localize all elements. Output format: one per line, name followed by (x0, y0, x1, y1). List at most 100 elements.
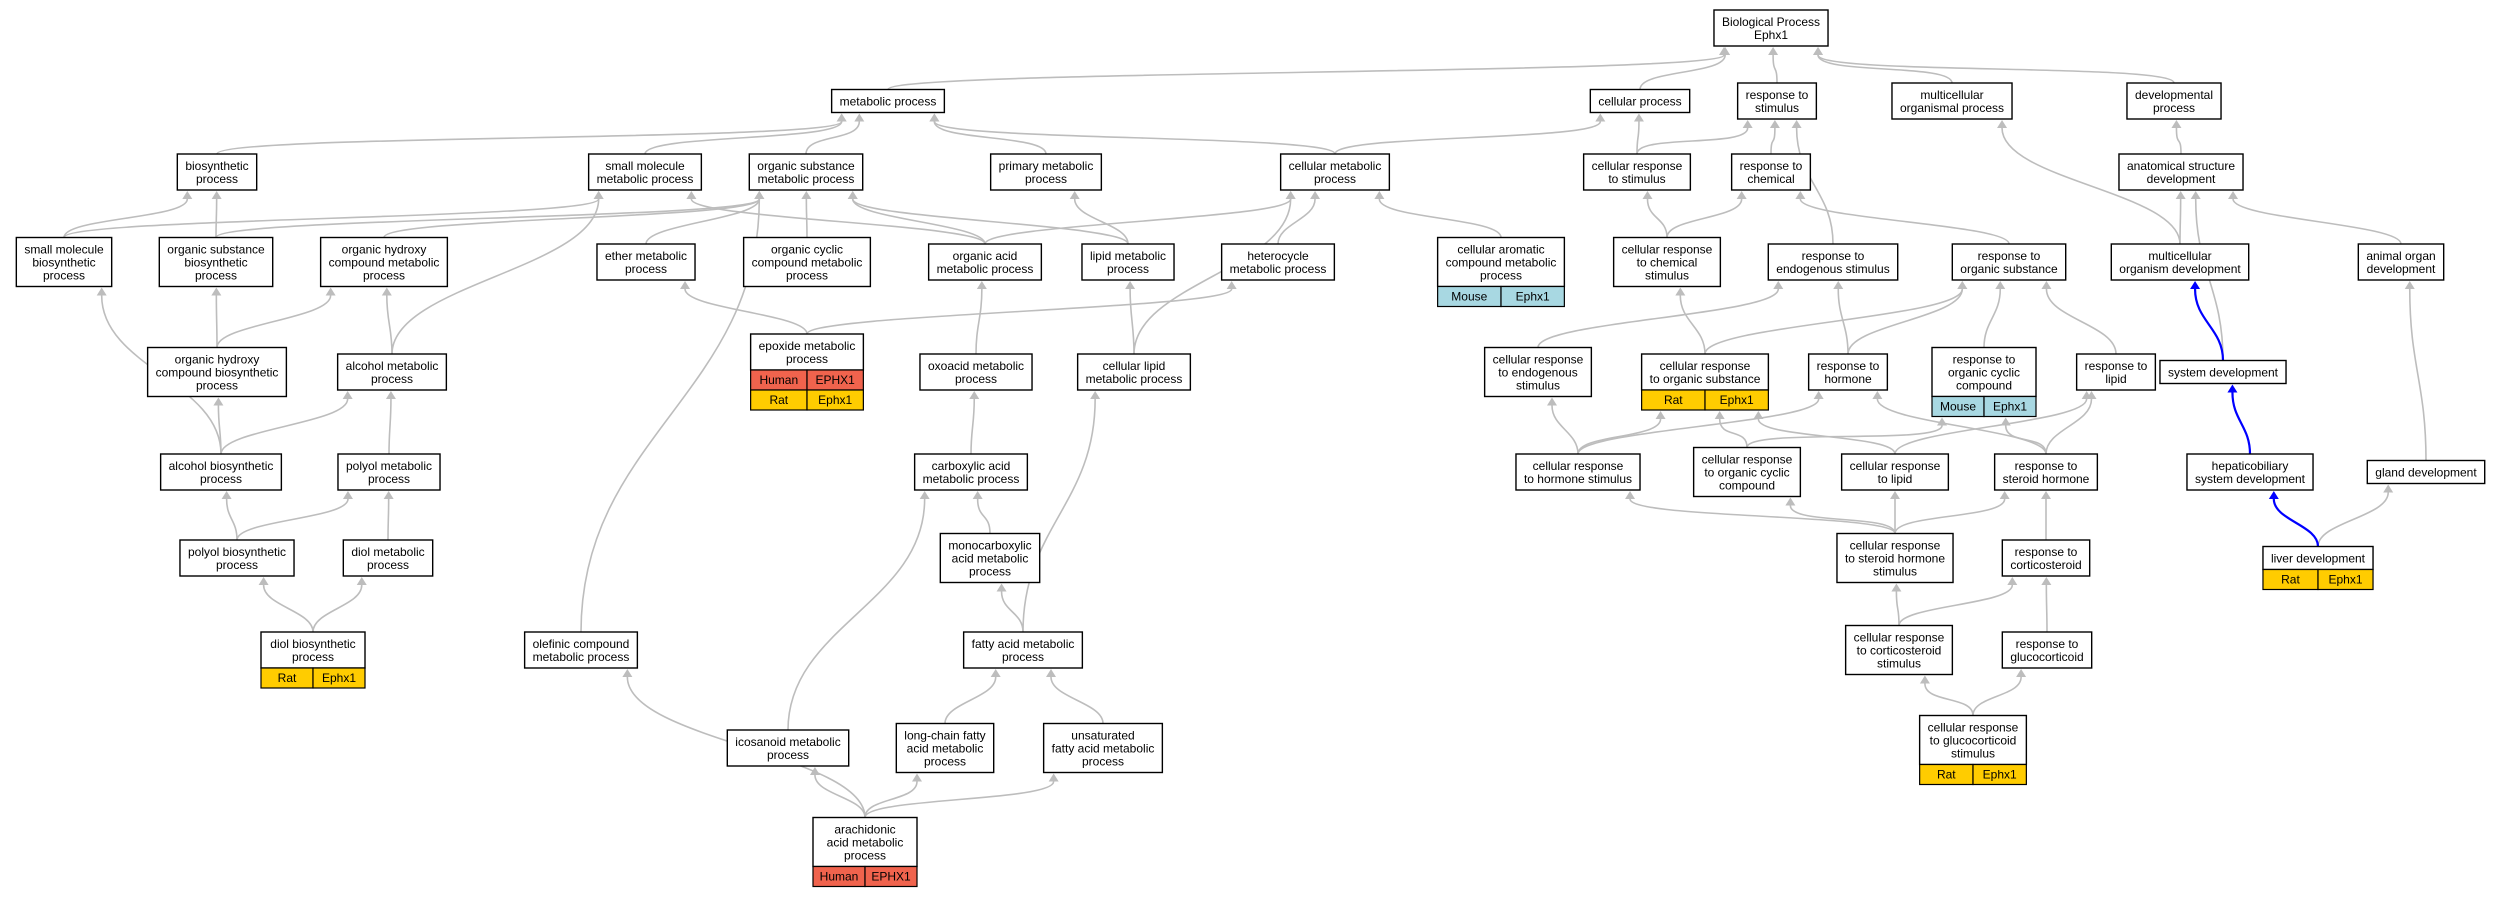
node-label-line: long-chain fatty (904, 729, 985, 743)
node-box (587, 153, 703, 191)
node-label-line: compound metabolic (752, 256, 863, 270)
highlight-edge-system-dev-to-multicell-dev (2193, 288, 2225, 361)
node-label-line: cellular aromatic (1457, 243, 1544, 257)
arrowhead (221, 491, 232, 499)
node-box (812, 816, 918, 868)
node-metabolic[interactable]: metabolic process (830, 88, 946, 114)
node-label-line: stimulus (1951, 747, 1995, 761)
node-label-line: oxoacid metabolic (928, 359, 1024, 373)
arrowhead (1919, 675, 1930, 684)
edge-resp-steroid-to-resp-hormone (1876, 398, 2047, 455)
node-box (895, 722, 995, 774)
arrowhead (213, 397, 224, 406)
highlight-edge-liver-dev-to-hepato (2272, 498, 2320, 547)
node-box (748, 153, 864, 191)
edge-cell-met-to-metabolic (933, 120, 1336, 155)
edge-cellular-to-bp (1639, 54, 1726, 90)
badge-gene-label: EPHX1 (816, 373, 856, 387)
node-box (1951, 243, 2067, 281)
node-label-line: unsaturated (1071, 729, 1134, 743)
node-label-line: organic hydroxy (175, 353, 260, 367)
node-label-line: process (1107, 262, 1149, 276)
edge-unsat-fatty-to-fatty-acid (1050, 676, 1104, 724)
edge-resp-endo-to-resp-stim (1795, 127, 1834, 245)
arrowhead (1995, 281, 2006, 289)
edge-resp-steroid-to-resp-lipid (2045, 398, 2093, 455)
arrowhead (1742, 120, 1753, 128)
arrowhead (342, 391, 353, 399)
node-cellular[interactable]: cellular process (1589, 88, 1691, 114)
edge-cell-resp-org-cyclic-to-resp-org-cyclic (1746, 425, 1943, 448)
arrowhead (2383, 484, 2394, 493)
node-box (342, 539, 434, 577)
arrowhead (801, 191, 812, 199)
node-gland-dev[interactable]: gland development (2366, 459, 2486, 485)
node-label-line: gland development (2375, 466, 2477, 480)
node-label-line: biosynthetic (185, 159, 248, 173)
node-system-dev[interactable]: system development (2159, 359, 2287, 385)
edge-resp-hormone-to-resp-org-sub (1847, 288, 1964, 355)
node-box (1840, 453, 1950, 491)
